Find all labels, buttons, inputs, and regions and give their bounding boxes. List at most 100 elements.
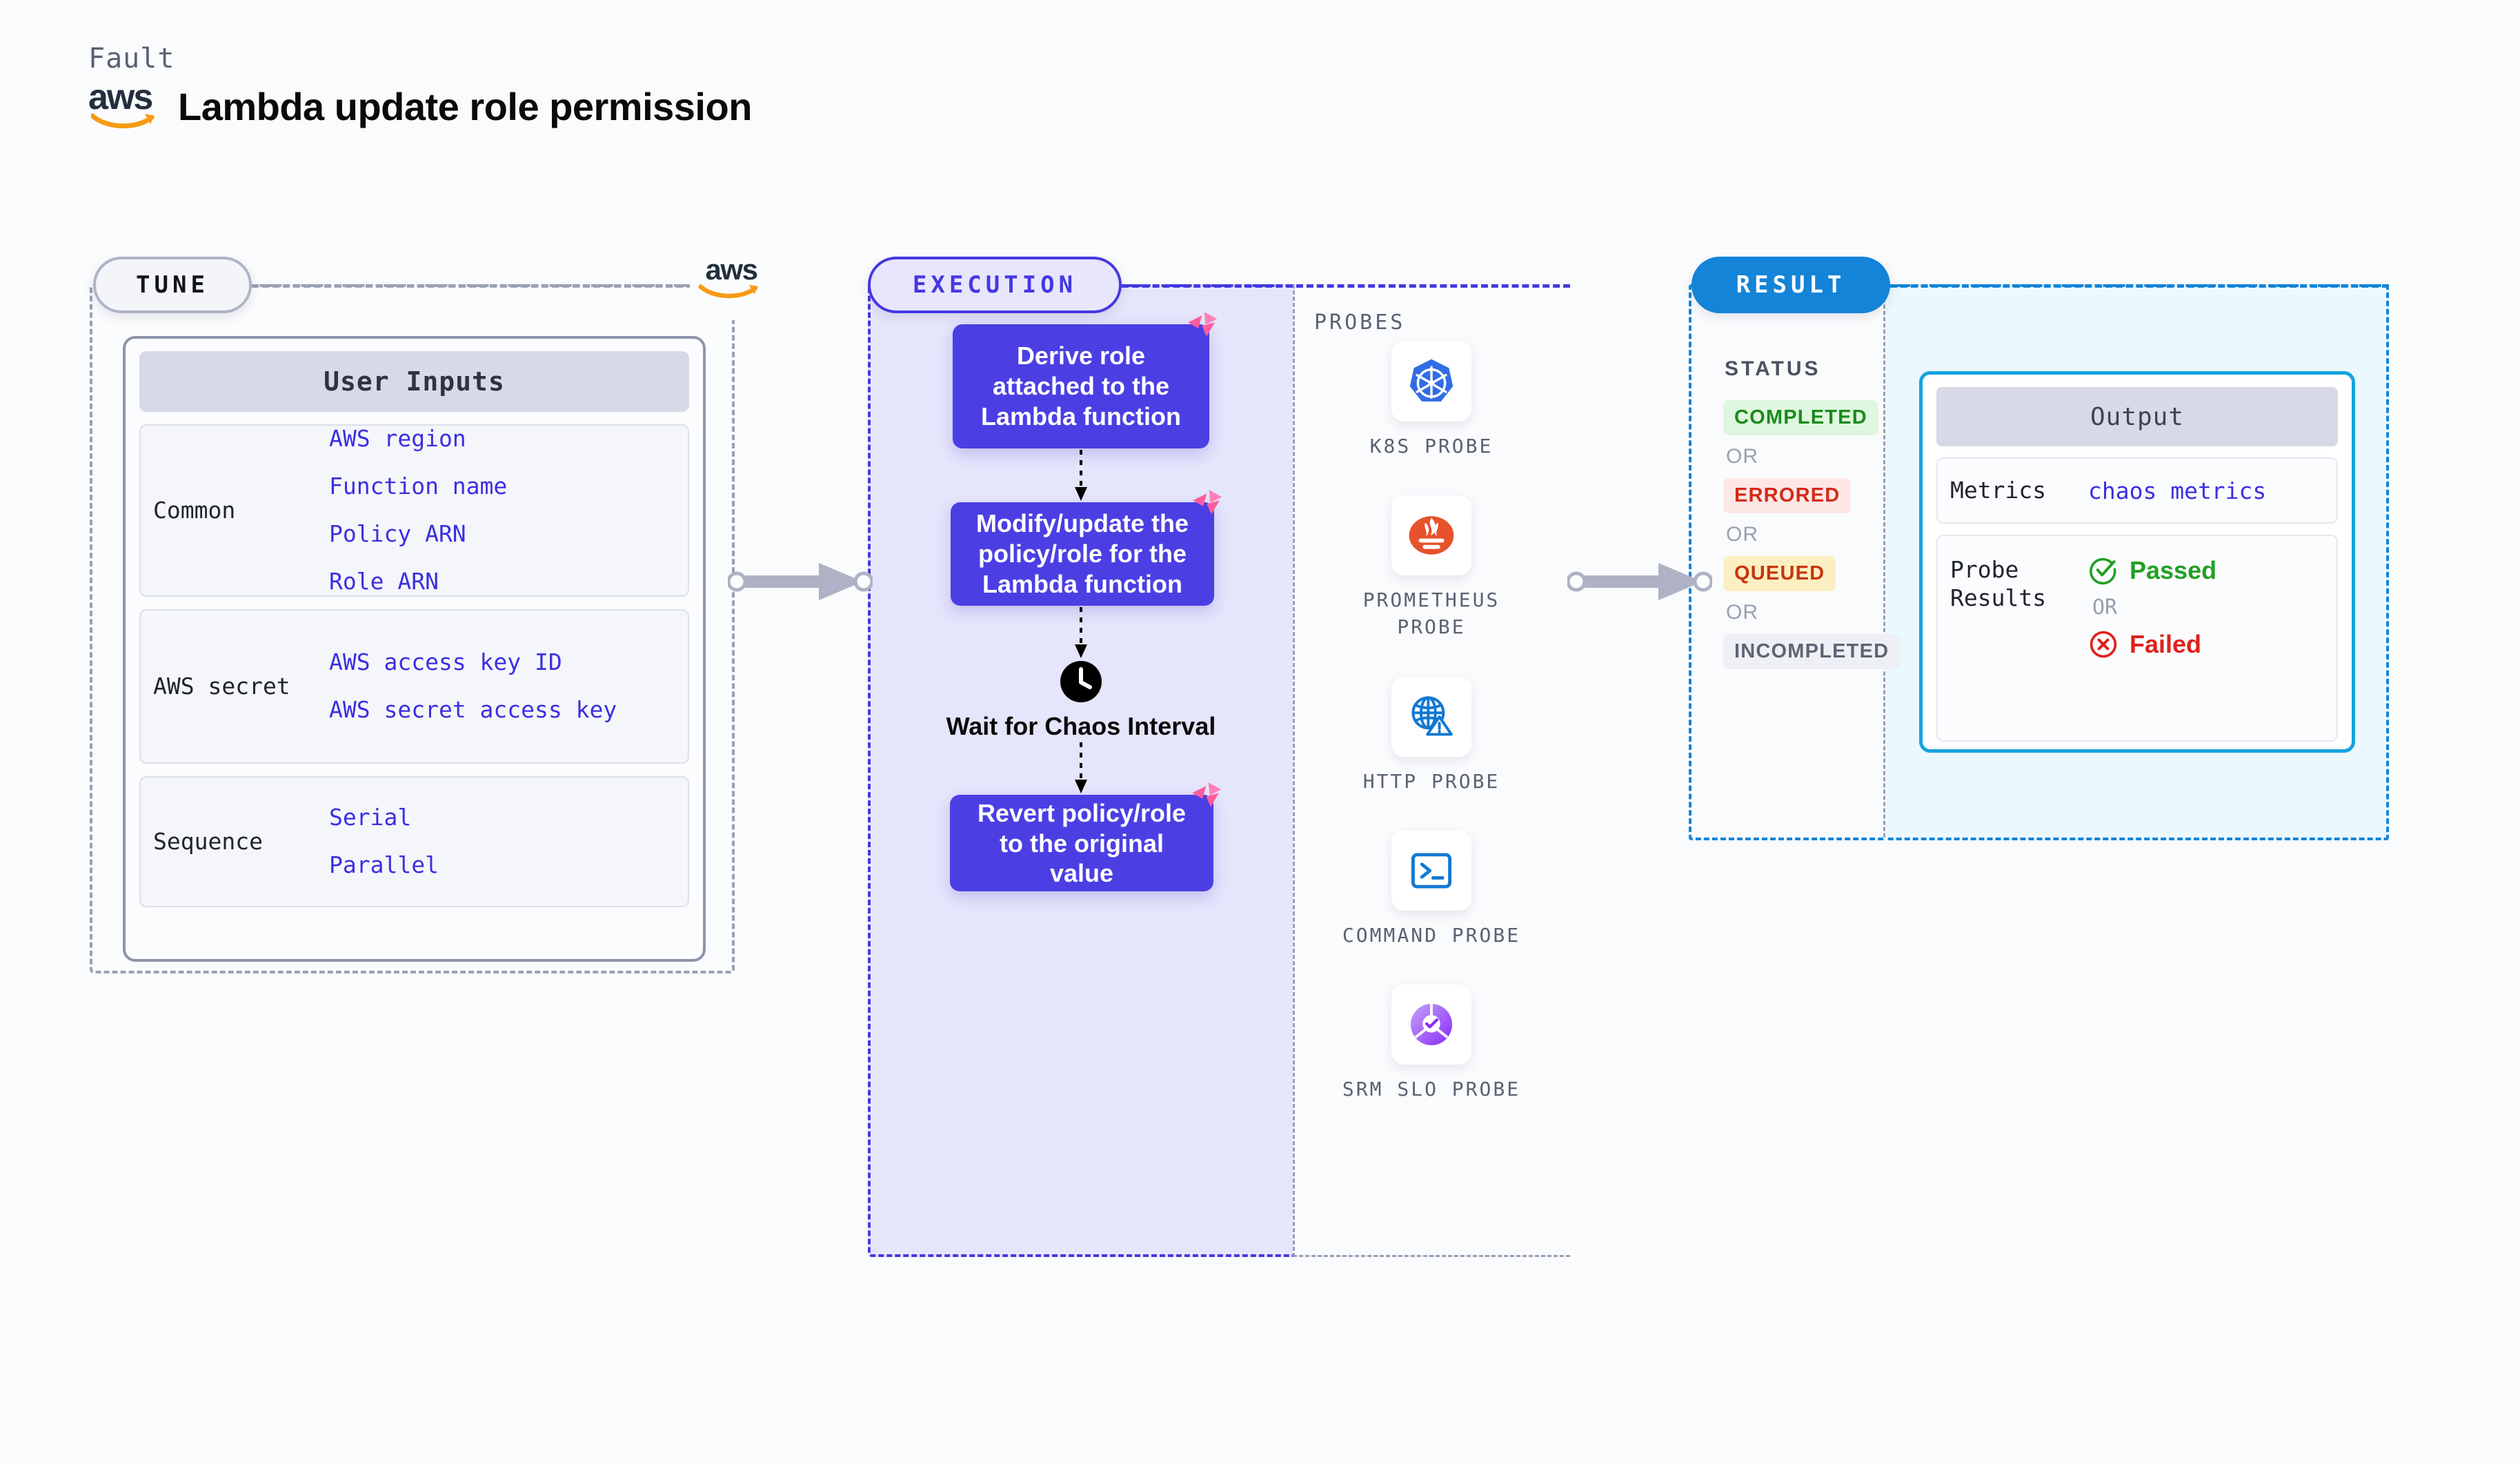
probe-result-passed-label: Passed (2130, 556, 2217, 584)
clock-icon (1060, 661, 1102, 702)
probe-label: HTTP PROBE (1362, 769, 1500, 793)
input-group-values: Serial Parallel (329, 803, 439, 880)
input-value[interactable]: Function name (329, 473, 508, 500)
input-value[interactable]: Serial (329, 804, 412, 831)
probe-item-prometheus[interactable]: PROMETHEUS PROBE (1342, 495, 1521, 640)
probe-tile (1391, 342, 1471, 422)
aws-logo-text: aws (88, 77, 153, 117)
status-or-2: OR (1726, 523, 1758, 546)
input-value[interactable]: AWS region (329, 425, 466, 453)
execution-step-3-wrap: Revert policy/role to the original value (871, 782, 1291, 892)
tune-section-badge[interactable]: TUNE (93, 257, 252, 313)
probe-item-http[interactable]: HTTP PROBE (1362, 676, 1500, 795)
flow-arrow-1 (871, 448, 1291, 502)
status-title: STATUS (1725, 357, 1821, 380)
flow-arrow-3 (871, 741, 1291, 795)
input-group-values: AWS access key ID AWS secret access key (329, 648, 617, 725)
terminal-icon (1411, 853, 1452, 889)
user-inputs-card-title: User Inputs (139, 351, 689, 412)
status-badge-incompleted[interactable]: INCOMPLETED (1723, 634, 1901, 669)
litmus-logo-icon (1188, 312, 1218, 337)
input-value[interactable]: Policy ARN (329, 520, 466, 547)
x-circle-icon (2090, 631, 2117, 658)
input-group-aws-secret: AWS secret AWS access key ID AWS secret … (139, 609, 689, 764)
execution-step-card[interactable]: Modify/update the policy/role for the La… (951, 490, 1222, 606)
status-badge-errored[interactable]: ERRORED (1723, 478, 1852, 513)
probe-tile (1391, 830, 1471, 911)
status-or-3: OR (1726, 601, 1758, 624)
input-value[interactable]: AWS access key ID (329, 649, 562, 676)
probe-tile (1391, 495, 1471, 576)
input-group-label: Common (153, 497, 236, 524)
probe-item-command[interactable]: COMMAND PROBE (1342, 830, 1521, 949)
wait-interval-label: Wait for Chaos Interval (946, 712, 1216, 740)
input-group-common: Common AWS region Function name Policy A… (139, 424, 689, 597)
output-metrics-value[interactable]: chaos metrics (2088, 477, 2267, 504)
execution-section-badge[interactable]: EXECUTION (868, 257, 1122, 313)
output-metrics-key: Metrics (1950, 477, 2047, 504)
probe-tile (1391, 984, 1471, 1065)
probe-label: COMMAND PROBE (1342, 923, 1521, 947)
wait-interval-wrap: Wait for Chaos Interval (871, 660, 1291, 741)
execution-step-flow: Derive role attached to the Lambda funct… (871, 312, 1291, 892)
input-group-values: AWS region Function name Policy ARN Role… (329, 424, 507, 597)
input-group-sequence: Sequence Serial Parallel (139, 776, 689, 907)
input-value[interactable]: Parallel (329, 851, 439, 878)
fault-kicker: Fault (88, 43, 175, 75)
connector-execution-to-result (1566, 557, 1714, 609)
input-value[interactable]: Role ARN (329, 567, 439, 595)
title-row: aws Lambda update role permission (88, 77, 752, 131)
status-badge-queued[interactable]: QUEUED (1723, 556, 1836, 591)
aws-watermark-text: aws (705, 253, 758, 286)
wait-for-chaos-interval: Wait for Chaos Interval (946, 660, 1216, 741)
probe-label: PROMETHEUS PROBE (1362, 588, 1500, 639)
prometheus-icon (1409, 516, 1454, 555)
tune-top-dash-line (252, 284, 693, 288)
user-inputs-card: User Inputs Common AWS region Function n… (123, 336, 706, 962)
output-card: Output Metrics chaos metrics Probe Resul… (1919, 371, 2355, 753)
srm-slo-icon (1410, 1003, 1453, 1045)
globe-warning-icon (1411, 695, 1453, 735)
aws-logo: aws (88, 77, 163, 131)
result-section-badge[interactable]: RESULT (1691, 257, 1890, 313)
probe-label: SRM SLO PROBE (1342, 1077, 1521, 1100)
output-row-metrics: Metrics chaos metrics (1936, 457, 2338, 524)
execution-step-text: Revert policy/role to the original value (977, 798, 1187, 888)
status-badge-completed[interactable]: COMPLETED (1723, 400, 1878, 435)
aws-watermark-logo: aws (690, 254, 773, 320)
probe-item-k8s[interactable]: K8S PROBE (1370, 342, 1494, 459)
probe-result-passed: Passed (2088, 555, 2216, 586)
probe-result-or: OR (2092, 595, 2118, 620)
litmus-logo-icon (1192, 782, 1222, 808)
result-top-dash-line (1890, 284, 2389, 288)
input-value[interactable]: AWS secret access key (329, 696, 617, 723)
execution-step-text: Derive role attached to the Lambda funct… (981, 342, 1181, 431)
execution-step-card[interactable]: Derive role attached to the Lambda funct… (953, 312, 1218, 448)
status-or-1: OR (1726, 445, 1758, 468)
output-probe-results-key: Probe Results (1950, 556, 2047, 612)
kubernetes-icon (1409, 359, 1454, 402)
probes-list: K8S PROBE PROMETHEUS PROBE (1331, 342, 1531, 1102)
probe-tile (1391, 676, 1471, 757)
status-list: COMPLETED OR ERRORED OR QUEUED OR INCOMP… (1723, 400, 1901, 669)
execution-step-text: Modify/update the policy/role for the La… (976, 509, 1189, 598)
exec-top-dash-line (1122, 284, 1570, 288)
execution-step-card[interactable]: Revert policy/role to the original value (950, 782, 1222, 892)
probe-result-failed: Failed (2088, 629, 2216, 660)
litmus-logo-icon (1193, 490, 1222, 515)
check-circle-icon (2090, 557, 2116, 585)
output-card-title: Output (1936, 387, 2338, 446)
input-group-label: Sequence (153, 828, 263, 855)
page-header: Fault aws Lambda update role permission (88, 43, 752, 131)
input-group-label: AWS secret (153, 673, 290, 700)
page-title: Lambda update role permission (178, 84, 752, 128)
aws-watermark-swoosh-icon (698, 284, 758, 299)
probe-item-srm-slo[interactable]: SRM SLO PROBE (1342, 984, 1521, 1102)
execution-step-2-wrap: Modify/update the policy/role for the La… (871, 490, 1291, 606)
aws-swoosh-icon (91, 113, 155, 128)
flow-arrow-2 (871, 606, 1291, 660)
probe-label: K8S PROBE (1369, 435, 1494, 457)
probes-title: PROBES (1314, 310, 1406, 335)
probe-results-values: Passed OR Failed (2088, 555, 2216, 660)
